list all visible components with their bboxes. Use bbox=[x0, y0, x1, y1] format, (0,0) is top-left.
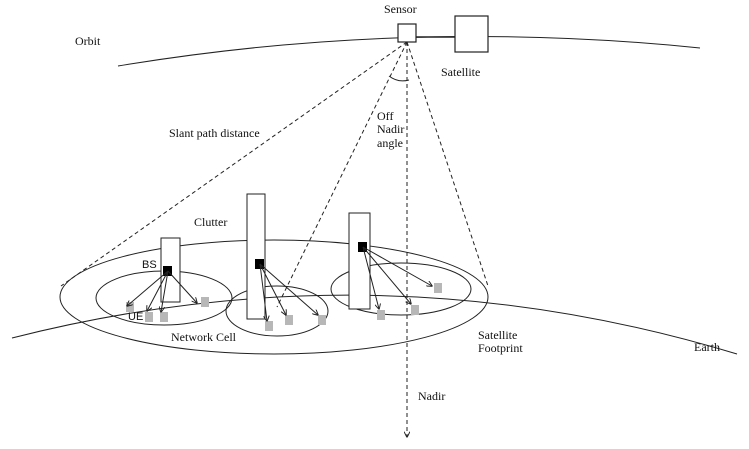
ue-left-4 bbox=[201, 297, 209, 307]
ue-left-3 bbox=[160, 312, 168, 322]
right-bs-arrow-3 bbox=[362, 246, 432, 286]
middle-bs-arrow-1 bbox=[259, 263, 267, 321]
left-bs-arrow-3 bbox=[161, 270, 169, 312]
satellite-box bbox=[454, 15, 489, 53]
off-nadir-angle-arc bbox=[388, 75, 410, 82]
sensor-box bbox=[397, 23, 417, 43]
sensor-to-footprint-edge-line bbox=[406, 41, 489, 287]
ue-left-2 bbox=[145, 312, 153, 322]
ue-middle-1 bbox=[265, 321, 273, 331]
network-cell-middle bbox=[225, 285, 329, 337]
slant-path-line bbox=[60, 41, 408, 287]
left-bs-arrow-1 bbox=[127, 270, 169, 306]
middle-bs-arrow-2 bbox=[259, 263, 286, 315]
ue-label: UE bbox=[128, 311, 144, 323]
middle-base-station-marker bbox=[255, 259, 264, 269]
nadir-label: Nadir bbox=[418, 389, 446, 403]
network-cell-right bbox=[330, 262, 472, 316]
off-nadir-angle-label: Off Nadir angle bbox=[377, 109, 405, 150]
ue-right-1 bbox=[377, 310, 385, 320]
satellite-footprint-label: Satellite Footprint bbox=[478, 328, 523, 356]
sensor-label: Sensor bbox=[384, 2, 417, 16]
bs-label: BS bbox=[142, 259, 157, 271]
ue-middle-3 bbox=[318, 315, 326, 325]
earth-curve bbox=[11, 294, 738, 355]
network-cell-label: Network Cell bbox=[171, 330, 236, 344]
earth-label: Earth bbox=[694, 340, 720, 354]
satellite-footprint-ellipse bbox=[59, 239, 489, 355]
right-bs-arrow-1 bbox=[362, 246, 379, 309]
right-bs-tower bbox=[348, 212, 371, 310]
clutter-label: Clutter bbox=[194, 215, 228, 229]
ue-middle-2 bbox=[285, 315, 293, 325]
right-bs-arrow-2 bbox=[362, 246, 411, 304]
satellite-label: Satellite bbox=[441, 65, 481, 79]
right-base-station-marker bbox=[358, 242, 367, 252]
middle-bs-arrow-3 bbox=[259, 263, 318, 315]
ue-right-2 bbox=[411, 305, 419, 315]
ue-right-3 bbox=[434, 283, 442, 293]
orbit-label: Orbit bbox=[75, 34, 101, 48]
middle-bs-tower bbox=[246, 193, 266, 320]
slant-path-distance-label: Slant path distance bbox=[169, 126, 260, 140]
sensor-to-middle-cell-line bbox=[276, 41, 408, 308]
left-bs-arrow-4 bbox=[167, 270, 197, 303]
left-bs-arrow-2 bbox=[147, 270, 169, 311]
